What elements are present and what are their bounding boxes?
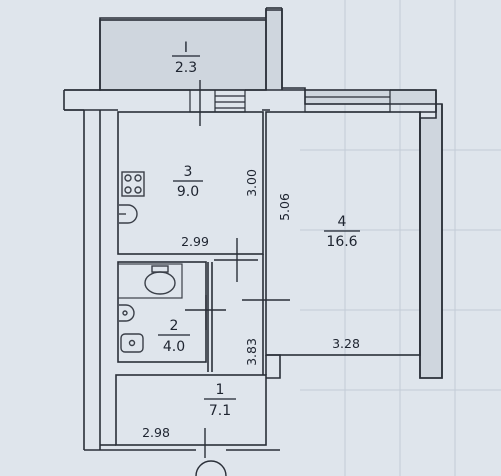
room-area-living-room: 16.6 [326, 234, 357, 250]
washbasin-icon [119, 304, 135, 322]
room-number-kitchen: 3 [184, 164, 193, 180]
dimension-living-depth: 5.06 [277, 193, 292, 221]
room-label-balcony: I 2.3 [172, 40, 200, 76]
room-label-living-room: 4 16.6 [324, 214, 360, 250]
bathtub-icon [120, 333, 144, 353]
room-area-kitchen: 9.0 [177, 184, 199, 200]
stove-icon [121, 171, 145, 197]
room-area-bathroom: 4.0 [163, 339, 185, 355]
dimension-living-width: 3.28 [332, 336, 360, 351]
sink-icon [119, 204, 138, 224]
living-window [304, 89, 391, 113]
room-number-balcony: I [184, 40, 188, 56]
room-number-hallway: 1 [216, 382, 225, 398]
dimension-hall-width: 2.98 [142, 425, 170, 440]
toilet-icon [144, 265, 176, 295]
door-marks [185, 238, 290, 476]
kitchen-window [189, 89, 246, 113]
dimension-kitchen-depth: 3.00 [244, 169, 259, 197]
room-area-hallway: 7.1 [209, 403, 231, 419]
bath-toilet-outline [117, 263, 183, 299]
dimension-kitchen-width: 2.99 [181, 234, 209, 249]
room-number-living-room: 4 [338, 214, 347, 230]
background-table-grid [300, 0, 501, 476]
room-area-balcony: 2.3 [175, 60, 197, 76]
dimension-bath-hall-depth: 3.83 [244, 338, 259, 366]
room-number-bathroom: 2 [170, 318, 179, 334]
room-label-kitchen: 3 9.0 [173, 164, 203, 200]
room-label-hallway: 1 7.1 [204, 382, 236, 419]
room-label-bathroom: 2 4.0 [158, 318, 190, 355]
